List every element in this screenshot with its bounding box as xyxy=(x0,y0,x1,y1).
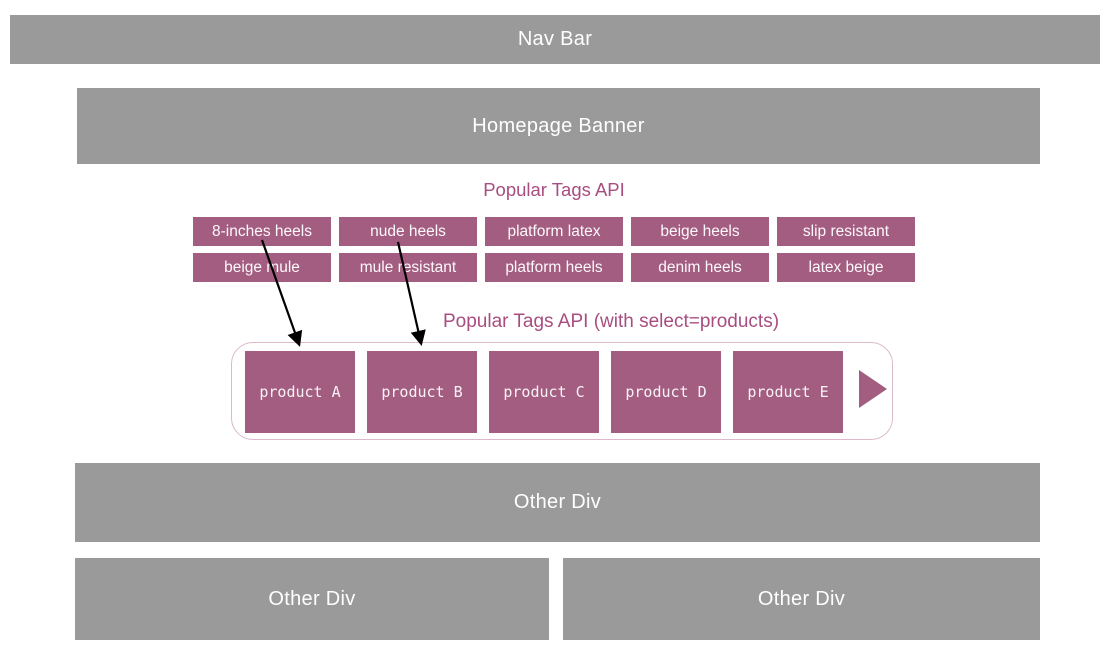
tag-chip: denim heels xyxy=(631,253,769,282)
other-div-left-label: Other Div xyxy=(268,587,356,610)
product-box: product C xyxy=(489,351,599,433)
tag-chip: nude heels xyxy=(339,217,477,246)
popular-tags-api-title: Popular Tags API xyxy=(483,179,625,200)
homepage-banner-label: Homepage Banner xyxy=(472,114,645,137)
other-div-bottom-left: Other Div xyxy=(75,558,549,640)
other-div-bottom-right: Other Div xyxy=(563,558,1040,640)
tag-chip: platform heels xyxy=(485,253,623,282)
nav-bar-placeholder: Nav Bar xyxy=(10,15,1100,64)
popular-tags-grid: 8-inches heels nude heels platform latex… xyxy=(193,217,915,282)
other-div-full: Other Div xyxy=(75,463,1040,542)
product-box: product A xyxy=(245,351,355,433)
tag-chip: slip resistant xyxy=(777,217,915,246)
tag-chip: mule resistant xyxy=(339,253,477,282)
product-box: product E xyxy=(733,351,843,433)
tag-chip: beige mule xyxy=(193,253,331,282)
other-div-right-label: Other Div xyxy=(757,587,846,610)
other-div-full-label: Other Div xyxy=(513,491,602,513)
product-box: product B xyxy=(367,351,477,433)
products-carousel-container: product A product B product C product D … xyxy=(231,342,893,440)
product-box: product D xyxy=(611,351,721,433)
tag-chip: beige heels xyxy=(631,217,769,246)
nav-bar-label: Nav Bar xyxy=(517,28,593,50)
next-arrow-icon xyxy=(859,370,887,408)
homepage-banner-placeholder: Homepage Banner xyxy=(77,88,1040,164)
popular-tags-select-products-title: Popular Tags API (with select=products) xyxy=(443,311,780,332)
tag-chip: platform latex xyxy=(485,217,623,246)
tag-chip: latex beige xyxy=(777,253,915,282)
tag-chip: 8-inches heels xyxy=(193,217,331,246)
